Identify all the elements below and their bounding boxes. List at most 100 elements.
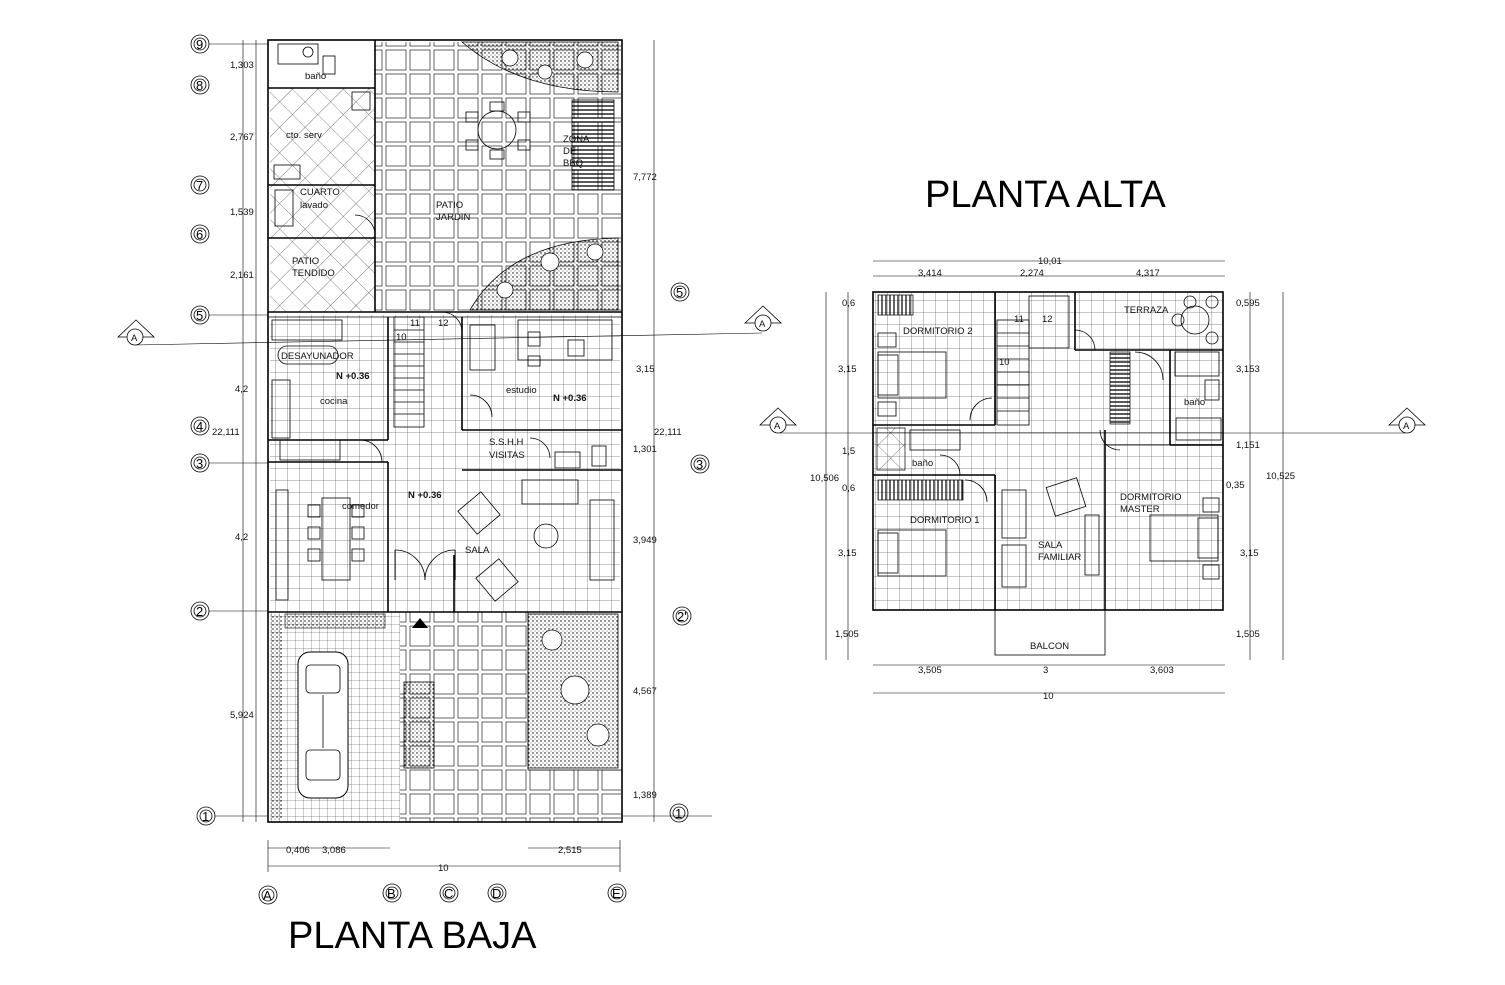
terraza-table bbox=[1180, 305, 1210, 335]
grid-row-7: 7 bbox=[190, 175, 210, 195]
upper-dim-left-3: 1,5 bbox=[842, 446, 855, 457]
upper-stair-11: 11 bbox=[1014, 314, 1024, 325]
level-cocina: N +0.36 bbox=[336, 371, 370, 382]
upper-dim-right-2: 3,153 bbox=[1236, 364, 1260, 375]
patio-jardin-label-2: JARDIN bbox=[436, 212, 470, 223]
level-sala: N +0.36 bbox=[408, 490, 442, 501]
upper-dim-right-5: 3,15 bbox=[1240, 548, 1259, 559]
service-room-floor bbox=[270, 88, 375, 185]
dim-bottom-total: 10 bbox=[438, 863, 449, 874]
stair-11-label: 11 bbox=[410, 318, 420, 329]
grid-right-3: 3 bbox=[690, 454, 710, 474]
grid-col-A: A bbox=[258, 885, 278, 905]
upper-stair-12: 12 bbox=[1042, 314, 1053, 325]
dim-bottom-2: 3,086 bbox=[322, 845, 346, 856]
dormitorio-2-label: DORMITORIO 2 bbox=[903, 326, 973, 337]
svg-text:1: 1 bbox=[675, 806, 682, 821]
grid-col-D: D bbox=[487, 883, 507, 903]
dim-left-4: 2,161 bbox=[230, 270, 254, 281]
grid-row-9: 9 bbox=[190, 34, 210, 54]
upper-stairs bbox=[996, 319, 1030, 426]
grid-col-markers: A B C D E bbox=[258, 883, 627, 905]
sala-label: SALA bbox=[465, 545, 490, 556]
ground-outer-wall bbox=[267, 39, 623, 823]
front-walk-floor bbox=[528, 770, 621, 822]
zona-bbq-label-3: BBQ bbox=[563, 158, 583, 169]
grid-row-2: 2 bbox=[190, 601, 210, 621]
dim-left-total: 22,111 bbox=[212, 427, 240, 438]
dormitorio-master-label-2: MASTER bbox=[1120, 504, 1160, 515]
svg-text:5: 5 bbox=[196, 308, 203, 323]
svg-text:6: 6 bbox=[196, 227, 203, 242]
ground-bano-label: baño bbox=[305, 71, 326, 82]
grid-right-1: 1 bbox=[669, 803, 689, 823]
grid-col-B: B bbox=[382, 883, 402, 903]
svg-text:8: 8 bbox=[196, 78, 203, 93]
dim-left-5: 4,2 bbox=[235, 384, 248, 395]
grid-right-2: 2' bbox=[672, 606, 692, 626]
upper-dim-top-3: 4,317 bbox=[1136, 268, 1160, 279]
dim-right-total: 22,111 bbox=[654, 427, 682, 438]
dim-right-3: 1,301 bbox=[633, 444, 657, 455]
ground-dims-right: 7,772 3,15 1,301 3,949 4,567 1,389 22,11… bbox=[633, 40, 682, 822]
ground-stairs bbox=[393, 316, 425, 428]
upper-dims-left: 0,6 3,15 1,5 0,6 3,15 1,505 10,506 bbox=[810, 292, 859, 660]
upper-dim-top-total: 10,01 bbox=[1038, 256, 1062, 267]
svg-text:C: C bbox=[444, 886, 453, 901]
zona-bbq-label-2: DE bbox=[563, 146, 576, 157]
section-a-left: A bbox=[131, 333, 138, 344]
svg-text:7: 7 bbox=[196, 178, 203, 193]
upper-dim-top-1: 3,414 bbox=[918, 268, 942, 279]
upper-floor-plan: BALCON DORMITORIO 2 11 12 10 bbox=[872, 291, 1224, 656]
dim-left-2: 2,767 bbox=[230, 132, 254, 143]
level-estudio: N +0.36 bbox=[553, 393, 587, 404]
dim-right-4: 3,949 bbox=[633, 535, 657, 546]
sala-familiar-label-2: FAMILIAR bbox=[1038, 552, 1081, 563]
grid-row-4: 4 bbox=[190, 416, 210, 436]
upper-section-line: A A bbox=[758, 407, 1427, 434]
cuarto-lavado-label-1: CUARTO bbox=[300, 187, 340, 198]
sala-familiar-label-1: SALA bbox=[1038, 540, 1063, 551]
upper-dim-bottom-2: 3 bbox=[1043, 665, 1048, 676]
cto-serv-label: cto. serv bbox=[286, 130, 322, 141]
balcon bbox=[994, 609, 1106, 656]
grid-row-markers: 9 8 7 6 5 4 3 2 1 bbox=[190, 34, 268, 826]
ground-dims-left: 1,303 2,767 1,539 2,161 4,2 4,2 5,924 22… bbox=[212, 40, 257, 822]
dim-right-1: 7,772 bbox=[633, 172, 657, 183]
sshh-label-2: VISITAS bbox=[489, 450, 525, 461]
upper-dims-top: 10,01 3,414 2,274 4,317 bbox=[873, 256, 1225, 279]
svg-text:9: 9 bbox=[196, 37, 203, 52]
svg-text:E: E bbox=[612, 886, 621, 901]
patio-jardin-label-1: PATIO bbox=[436, 200, 463, 211]
comedor-label: comedor bbox=[342, 501, 379, 512]
dormitorio-1-label: DORMITORIO 1 bbox=[910, 515, 980, 526]
sshh-label-1: S.S.H.H bbox=[489, 437, 523, 448]
upper-dim-left-1: 0,6 bbox=[842, 298, 855, 309]
grid-row-1: 1 bbox=[196, 806, 216, 826]
section-a-upper-right: A bbox=[1403, 421, 1410, 432]
dim-bottom-3: 2,515 bbox=[558, 845, 582, 856]
ground-interior-floor bbox=[270, 315, 620, 612]
grid-row-6: 6 bbox=[190, 224, 210, 244]
dim-left-7: 5,924 bbox=[230, 710, 254, 721]
cocina-label: cocina bbox=[320, 396, 348, 407]
terraza-label: TERRAZA bbox=[1124, 305, 1169, 316]
balcon-label: BALCON bbox=[1030, 641, 1069, 652]
upper-dim-bottom-1: 3,505 bbox=[918, 665, 942, 676]
svg-text:4: 4 bbox=[196, 419, 203, 434]
dim-left-1: 1,303 bbox=[230, 60, 254, 71]
ground-floor-plan: baño cto. serv CUARTO lavado PATIO TENDI… bbox=[267, 39, 623, 823]
stair-12-label: 12 bbox=[438, 318, 449, 329]
grid-right-markers: 5 3 2' 1 bbox=[622, 282, 712, 823]
svg-text:3: 3 bbox=[696, 457, 703, 472]
grid-right-5: 5 bbox=[670, 282, 690, 302]
bano-2-label: baño bbox=[912, 458, 933, 469]
upper-dim-left-total: 10,506 bbox=[810, 473, 839, 484]
dining-table bbox=[321, 497, 351, 581]
garage-planter bbox=[270, 614, 282, 820]
patio-tendido-label-1: PATIO bbox=[292, 256, 319, 267]
svg-text:1: 1 bbox=[202, 809, 209, 824]
patio-tendido-label-2: TENDIDO bbox=[292, 268, 335, 279]
dim-right-6: 1,389 bbox=[633, 790, 657, 801]
